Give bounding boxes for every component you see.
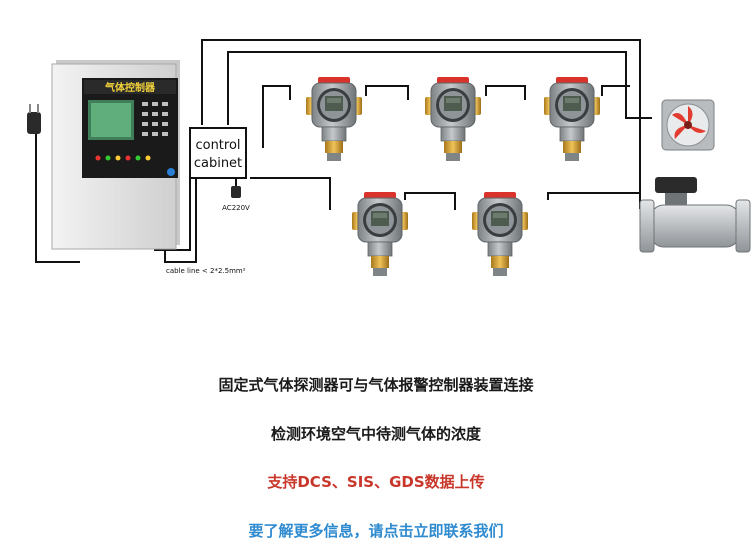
controller-panel-title: 气体控制器	[104, 81, 156, 94]
control-cabinet: control cabinet	[189, 127, 247, 179]
caption-line-3: 支持DCS、SIS、GDS数据上传	[267, 473, 485, 491]
gas-detector-1	[305, 76, 363, 162]
control-cabinet-label-line1: control	[195, 138, 240, 153]
gas-detector-5	[471, 191, 529, 277]
control-cabinet-label-line2: cabinet	[194, 156, 242, 171]
gas-detector-3	[543, 76, 601, 162]
caption-line-1: 固定式气体探测器可与气体报警控制器装置连接	[218, 376, 534, 394]
gas-alarm-controller: 气体控制器	[51, 60, 180, 250]
ac-power-source: AC220V	[222, 186, 250, 212]
contact-us-link[interactable]: 要了解更多信息，请点击立即联系我们	[248, 522, 504, 540]
connection-diagram: 气体控制器 control cabinet AC220V cable line …	[27, 39, 751, 277]
caption-line-2: 检测环境空气中待测气体的浓度	[270, 425, 481, 443]
exhaust-fan-icon	[661, 99, 715, 151]
power-plug-icon	[27, 104, 41, 134]
solenoid-valve-icon	[639, 177, 751, 253]
gas-detector-4	[351, 191, 409, 277]
ac-power-label: AC220V	[222, 204, 250, 212]
cable-line-label: cable line < 2*2.5mm²	[166, 267, 246, 275]
gas-detector-2	[424, 76, 482, 162]
